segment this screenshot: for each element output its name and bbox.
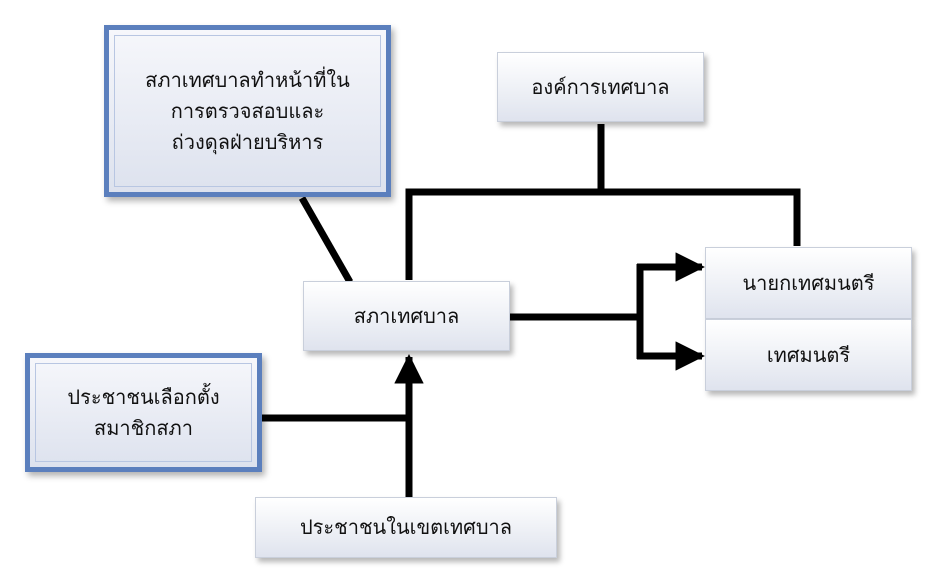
municipal-org-box: องค์การเทศบาล (497, 52, 704, 122)
municipal-org-label: องค์การเทศบาล (531, 74, 670, 99)
connector-org-bracket (405, 188, 801, 280)
councillor-box: เทศมนตรี (705, 319, 912, 391)
council-box: สภาเทศบาล (303, 281, 510, 351)
connector-duty-to-council (298, 196, 354, 284)
citizens-elect-box: ประชาชนเลือกตั้ง สมาชิกสภา (25, 353, 262, 472)
citizens-elect-line-2: สมาชิกสภา (94, 415, 193, 440)
mayor-box: นายกเทศมนตรี (705, 247, 912, 319)
councillor-label: เทศมนตรี (766, 342, 851, 367)
council-duty-box: สภาเทศบาลทำหน้าที่ใน การตรวจสอบและ ถ่วงด… (104, 25, 391, 197)
council-duty-line-2: การตรวจสอบและ (170, 98, 325, 123)
citizens-elect-line-1: ประชาชนเลือกตั้ง (67, 384, 220, 409)
council-duty-line-3: ถ่วงดุลฝ่ายบริหาร (171, 129, 324, 154)
citizens-area-label: ประชาชนในเขตเทศบาล (299, 515, 513, 539)
council-label: สภาเทศบาล (353, 303, 460, 328)
citizens-area-box: ประชาชนในเขตเทศบาล (255, 497, 557, 558)
mayor-label: นายกเทศมนตรี (742, 270, 875, 295)
council-duty-line-1: สภาเทศบาลทำหน้าที่ใน (145, 67, 350, 92)
